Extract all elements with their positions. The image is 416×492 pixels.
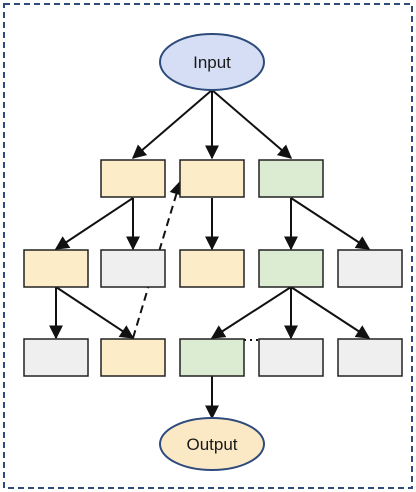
node-level2-a bbox=[23, 249, 89, 288]
node-level2-c bbox=[179, 249, 245, 288]
node-level3-e bbox=[337, 338, 403, 377]
output-node bbox=[159, 417, 265, 471]
node-level3-c bbox=[179, 338, 245, 377]
process-nodes bbox=[23, 159, 403, 377]
edges bbox=[49, 89, 371, 420]
edge-input-to-n1 bbox=[131, 89, 213, 159]
node-level1-center bbox=[179, 159, 245, 198]
edge-n7-to-n13 bbox=[290, 286, 371, 339]
node-level3-a bbox=[23, 338, 89, 377]
node-level2-b bbox=[100, 249, 166, 288]
node-level1-right bbox=[258, 159, 324, 198]
edge-n7-to-n11 bbox=[210, 286, 292, 339]
edge-n4-to-n10 bbox=[55, 286, 135, 339]
outer-dashed-frame bbox=[3, 3, 413, 489]
input-label: Input bbox=[193, 53, 231, 72]
input-node bbox=[159, 33, 265, 91]
output-label: Output bbox=[186, 435, 237, 454]
node-level2-e bbox=[337, 249, 403, 288]
edge-input-to-n3 bbox=[211, 89, 293, 159]
edge-n1-to-n4 bbox=[54, 197, 134, 250]
node-level1-left bbox=[100, 159, 166, 198]
node-level3-d bbox=[258, 338, 324, 377]
edge-n3-to-n8 bbox=[290, 197, 371, 250]
node-level2-d bbox=[258, 249, 324, 288]
node-level3-b bbox=[100, 338, 166, 377]
